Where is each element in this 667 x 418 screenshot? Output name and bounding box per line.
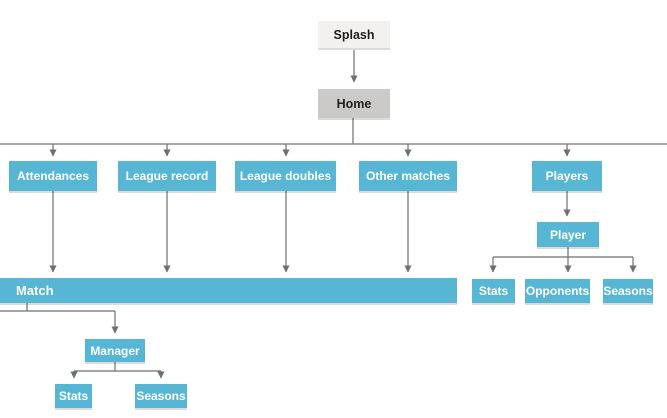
node-league-record-label: League record	[125, 169, 209, 183]
node-other-matches: Other matches	[359, 161, 457, 191]
node-splash: Splash	[318, 21, 390, 48]
node-manager-stats: Stats	[55, 384, 92, 408]
edge-group	[0, 50, 667, 379]
node-manager-seasons-label: Seasons	[136, 389, 186, 403]
node-player-stats-label: Stats	[478, 284, 509, 298]
node-match-label: Match	[16, 283, 54, 298]
node-match: Match	[0, 278, 457, 303]
node-manager-seasons: Seasons	[135, 384, 187, 408]
node-player: Player	[537, 222, 599, 247]
node-attendances: Attendances	[9, 161, 97, 191]
node-league-doubles-label: League doubles	[239, 169, 332, 183]
node-player-seasons-label: Seasons	[603, 284, 653, 298]
node-home: Home	[318, 89, 390, 118]
node-league-doubles: League doubles	[235, 161, 336, 191]
node-players-label: Players	[545, 169, 589, 183]
node-player-seasons: Seasons	[603, 279, 653, 303]
node-attendances-label: Attendances	[16, 169, 90, 183]
node-player-stats: Stats	[472, 279, 515, 303]
node-opponents-label: Opponents	[525, 284, 590, 298]
node-manager: Manager	[85, 339, 145, 362]
node-player-label: Player	[549, 227, 587, 242]
node-other-matches-label: Other matches	[365, 169, 451, 183]
node-league-record: League record	[118, 161, 216, 191]
node-players: Players	[532, 161, 602, 191]
node-manager-stats-label: Stats	[58, 389, 89, 403]
node-splash-label: Splash	[333, 27, 375, 42]
node-home-label: Home	[336, 96, 372, 111]
node-manager-label: Manager	[90, 343, 140, 358]
node-opponents: Opponents	[525, 279, 590, 303]
